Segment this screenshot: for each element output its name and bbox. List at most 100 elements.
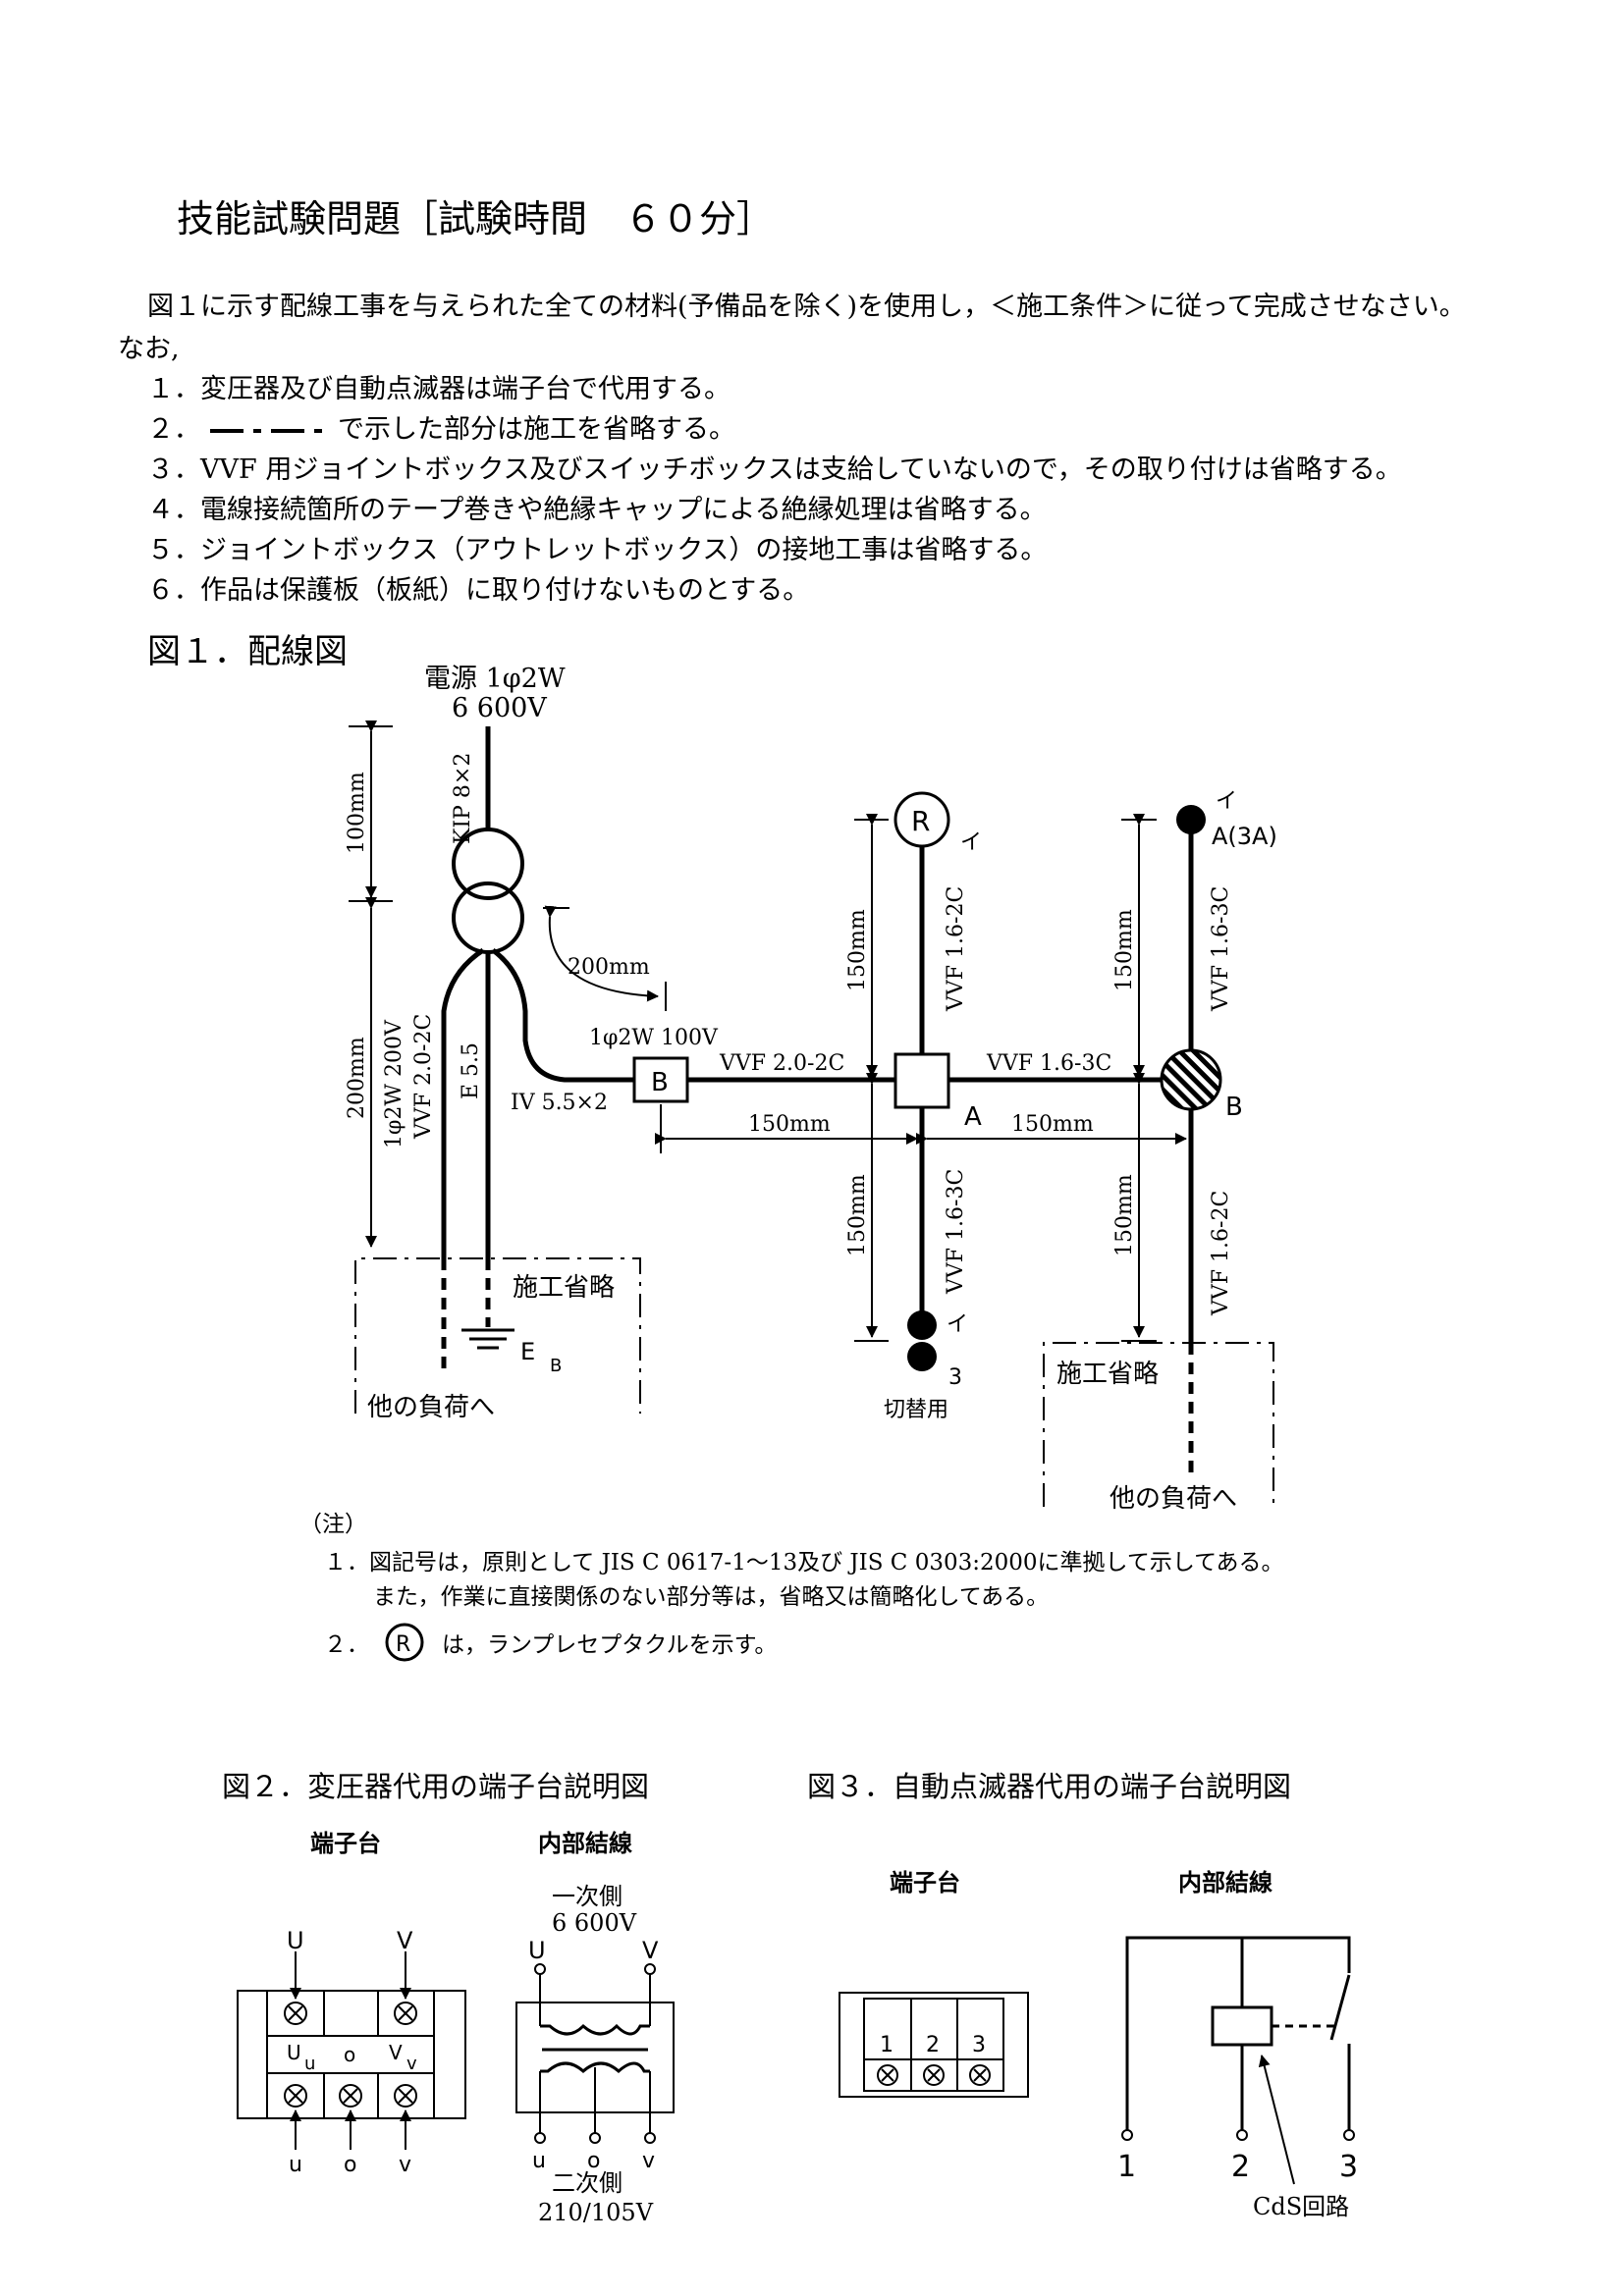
label-100v: 1φ2W 100V xyxy=(589,1026,719,1050)
fig2-int-v: v xyxy=(642,2149,655,2173)
fig2-int-o: o xyxy=(587,2149,600,2173)
fig3-title: 図３．自動点滅器代用の端子台説明図 xyxy=(807,1770,1292,1803)
joint-box-b xyxy=(1160,1048,1222,1111)
secondary-200v-label: 1φ2W 200V xyxy=(382,1019,406,1148)
fig2-bot-v: v xyxy=(399,2153,411,2177)
kip-label: KIP 8×2 xyxy=(451,753,475,844)
fig2-internal-label: 内部結線 xyxy=(538,1830,632,1857)
fig3-t3: 3 xyxy=(972,2033,986,2057)
note-2-text: は，ランプレセプタクルを示す。 xyxy=(442,1632,778,1658)
vvf-20-2c-vertical-label: VVF 2.0-2C xyxy=(411,1014,436,1140)
intro-nao: なお, xyxy=(118,334,180,364)
dim-150-v3-label: 150mm xyxy=(1112,909,1137,991)
fig3-t1: 1 xyxy=(880,2033,893,2057)
fig2-mid-o: o xyxy=(344,2043,355,2066)
dim-150-v2 xyxy=(854,1073,889,1342)
fig3-w3: 3 xyxy=(1339,2150,1358,2184)
condition-1: １．変圧器及び自動点滅器は端子台で代用する。 xyxy=(147,374,731,404)
fig3-w1: 1 xyxy=(1117,2150,1136,2184)
switch-upper xyxy=(907,1310,937,1340)
dim-150-v1 xyxy=(854,814,889,1077)
dash-dot-line-sample xyxy=(210,428,328,433)
dim-200mm-curve xyxy=(543,905,667,1011)
ground-b: B xyxy=(550,1356,562,1376)
condition-2-text: で示した部分は施工を省略する。 xyxy=(338,414,735,445)
page-title: 技能試験問題［試験時間 ６０分］ xyxy=(177,197,775,240)
condition-4: ４．電線接続箇所のテープ巻きや絶縁キャップによる絶縁処理は省略する。 xyxy=(147,495,1047,525)
source-line2: 6 600V xyxy=(452,693,547,723)
iv-label: IV 5.5×2 xyxy=(511,1091,608,1115)
dim-150-h2-label: 150mm xyxy=(1011,1112,1094,1137)
fig3-t2: 2 xyxy=(926,2033,940,2057)
note-receptacle-symbol: R xyxy=(396,1632,410,1657)
fig2-top-u: U xyxy=(287,1927,304,1954)
dim-100-label: 100mm xyxy=(345,772,369,854)
joint-box-a-label: A xyxy=(964,1102,982,1132)
secondary-100v-wire xyxy=(491,947,633,1083)
fig2-terminal-block xyxy=(237,1951,466,2150)
lamp-i-mark: イ xyxy=(1216,789,1237,814)
dim-200-curve-label: 200mm xyxy=(568,955,650,980)
fig2-int-v-top: V xyxy=(642,1937,659,1964)
lamp-receptacle xyxy=(893,791,950,848)
joint-box-a xyxy=(893,1052,950,1109)
fig2-mid-uu-small: u xyxy=(304,2054,315,2074)
switch-purpose: 切替用 xyxy=(884,1398,948,1422)
ground-symbol xyxy=(461,1328,514,1350)
notes-header: （注） xyxy=(299,1512,367,1537)
lamp-a3a: A(3A) xyxy=(1212,823,1277,850)
fig3-w2: 2 xyxy=(1231,2150,1250,2184)
vvf-16-3c-h-label: VVF 1.6-3C xyxy=(986,1051,1111,1076)
fig3-terminal-label: 端子台 xyxy=(890,1869,960,1896)
ground-e: E xyxy=(520,1338,535,1365)
omit-area-left xyxy=(354,1257,641,1414)
condition-2: ２． で示した部分は施工を省略する。 xyxy=(147,407,735,446)
omit-area-right xyxy=(1043,1342,1274,1507)
note-1b: また，作業に直接関係のない部分等は，省略又は簡略化してある。 xyxy=(373,1584,1050,1610)
joint-box-b-label: B xyxy=(1225,1093,1243,1122)
other-load-left: 他の負荷へ xyxy=(367,1393,495,1422)
dim-150-v4 xyxy=(1121,1073,1157,1342)
fig2-mid-vv-big: V xyxy=(389,2041,403,2064)
vvf-16-2c-top-label: VVF 1.6-2C xyxy=(944,886,968,1012)
note-2-number: ２． xyxy=(324,1632,369,1658)
fig2-secondary-v: 210/105V xyxy=(538,2199,654,2226)
switch-3-label: 3 xyxy=(948,1365,962,1390)
condition-2-number: ２． xyxy=(147,414,200,445)
dim-150-h1-label: 150mm xyxy=(748,1112,831,1137)
fig3-cds: CdS回路 xyxy=(1253,2193,1349,2220)
box-b-label: B xyxy=(651,1068,669,1097)
transformer-symbol xyxy=(452,828,524,954)
other-load-right: 他の負荷へ xyxy=(1110,1484,1237,1514)
fig2-mid-vv-small: v xyxy=(406,2054,417,2074)
omit1-label: 施工省略 xyxy=(513,1273,615,1303)
fig2-secondary: 二次側 xyxy=(552,2169,623,2197)
omit2-label: 施工省略 xyxy=(1056,1360,1159,1389)
fig2-title: 図２．変圧器代用の端子台説明図 xyxy=(222,1770,650,1803)
vvf-16-2c-bottom-label: VVF 1.6-2C xyxy=(1209,1191,1233,1316)
source-line1: 電源 1φ2W xyxy=(424,664,566,694)
fig2-int-u-top: U xyxy=(528,1937,546,1964)
condition-3: ３．VVF 用ジョイントボックス及びスイッチボックスは支給していないので，その取… xyxy=(147,454,1402,485)
fig2-bot-u: u xyxy=(289,2153,302,2177)
dim-150-v1-label: 150mm xyxy=(845,909,870,991)
note-1a: １．図記号は，原則として JIS C 0617-1～13及び JIS C 030… xyxy=(324,1550,1284,1575)
fig2-top-v: V xyxy=(397,1927,413,1954)
receptacle-symbol: R xyxy=(911,805,930,837)
condition-6: ６．作品は保護板（板紙）に取り付けないものとする。 xyxy=(147,575,810,606)
vvf-20-2c-label: VVF 2.0-2C xyxy=(719,1051,844,1076)
fig1-title: 図１．配線図 xyxy=(147,632,348,671)
fig2-internal-wiring xyxy=(515,1963,675,2144)
fig3-terminal-block xyxy=(839,1992,1029,2098)
dim-200-left-label: 200mm xyxy=(345,1037,369,1119)
dim-150-h1 xyxy=(655,1104,918,1153)
three-way-switch xyxy=(907,1342,937,1371)
fig2-int-u: u xyxy=(532,2149,546,2173)
fig2-mid-uu-big: U xyxy=(287,2041,301,2064)
condition-5: ５．ジョイントボックス（アウトレットボックス）の接地工事は省略する。 xyxy=(147,535,1048,565)
fig3-internal-label: 内部結線 xyxy=(1178,1869,1272,1896)
e55-label: E 5.5 xyxy=(459,1042,483,1099)
fig2-bot-o: o xyxy=(344,2153,356,2177)
